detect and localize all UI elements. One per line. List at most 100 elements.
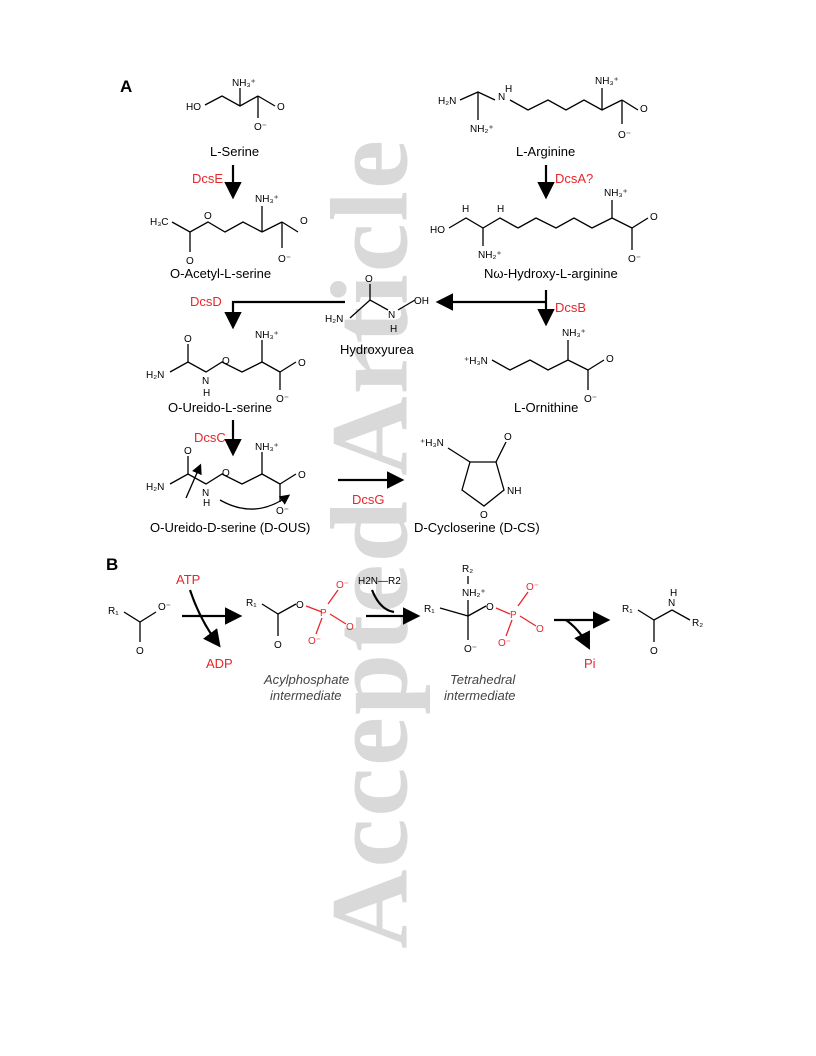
arginine-structure: H₂N N NH₂⁺ H NH₃⁺ O O⁻ — [438, 76, 648, 141]
ornithine-name: L-Ornithine — [514, 400, 578, 415]
atp-label: ATP — [176, 572, 200, 587]
svg-text:O: O — [486, 602, 494, 613]
svg-text:P: P — [320, 608, 327, 619]
svg-text:NH₃⁺: NH₃⁺ — [595, 76, 619, 87]
hydroxyurea-structure: O H₂N N H OH — [325, 274, 429, 335]
svg-text:O: O — [298, 358, 306, 369]
svg-text:O: O — [536, 624, 544, 635]
svg-text:O: O — [222, 356, 230, 367]
svg-text:O: O — [365, 274, 373, 285]
svg-text:R₁: R₁ — [424, 604, 435, 615]
serine-name: L-Serine — [210, 144, 259, 159]
svg-text:H₂N: H₂N — [146, 370, 164, 381]
hydroxyarginine-structure: HO H H NH₂⁺ NH₃⁺ O O⁻ — [430, 188, 658, 265]
svg-text:R₂: R₂ — [692, 618, 703, 629]
svg-text:O: O — [277, 102, 285, 113]
svg-text:H₂N: H₂N — [438, 96, 456, 107]
svg-text:H: H — [497, 204, 504, 215]
adp-label: ADP — [206, 656, 233, 671]
svg-text:NH₃⁺: NH₃⁺ — [255, 330, 279, 341]
svg-text:N: N — [388, 310, 395, 321]
carboxylate-structure: R₁ O O⁻ — [108, 602, 171, 657]
svg-text:O⁻: O⁻ — [584, 394, 597, 405]
dcsg-label: DcsG — [352, 492, 385, 507]
tetrahedral-structure: R₂ NH₂⁺ R₁ O⁻ O P O⁻ O O⁻ — [424, 564, 544, 655]
svg-text:H: H — [670, 588, 677, 599]
svg-text:P: P — [510, 610, 517, 621]
svg-text:O: O — [300, 216, 308, 227]
svg-text:O⁻: O⁻ — [278, 254, 291, 265]
acetylserine-name: O-Acetyl-L-serine — [170, 266, 271, 281]
svg-text:N: N — [202, 376, 209, 387]
svg-text:NH₂⁺: NH₂⁺ — [478, 250, 502, 261]
dcsd-arrow — [224, 300, 345, 330]
svg-text:O: O — [186, 256, 194, 267]
svg-text:N: N — [498, 92, 505, 103]
ornithine-structure: ⁺H₃N NH₃⁺ O O⁻ — [464, 328, 614, 405]
ureidodserine-structure: H₂N O N H O NH₃⁺ O O⁻ — [146, 442, 306, 517]
svg-text:O⁻: O⁻ — [628, 254, 641, 265]
svg-text:R₁: R₁ — [246, 598, 257, 609]
svg-text:O: O — [606, 354, 614, 365]
svg-text:H: H — [203, 498, 210, 509]
svg-text:H: H — [390, 324, 397, 335]
ureidolserine-structure: H₂N O N H O NH₃⁺ O O⁻ — [146, 330, 306, 405]
pi-curve-arrow — [565, 619, 590, 650]
svg-text:NH: NH — [507, 486, 521, 497]
svg-text:NH₃⁺: NH₃⁺ — [562, 328, 586, 339]
acetylserine-structure: H₃C O O NH₃⁺ O O⁻ — [150, 194, 308, 267]
svg-text:O: O — [296, 600, 304, 611]
arginine-name: L-Arginine — [516, 144, 575, 159]
svg-text:OH: OH — [414, 296, 429, 307]
svg-text:O⁻: O⁻ — [336, 580, 349, 591]
svg-text:O: O — [184, 446, 192, 457]
acylphosphate-label-line1: Acylphosphate — [263, 672, 349, 687]
cycloserine-name: D-Cycloserine (D-CS) — [414, 520, 540, 535]
svg-text:O⁻: O⁻ — [158, 602, 171, 613]
svg-text:⁺H₃N: ⁺H₃N — [420, 438, 444, 449]
svg-text:O: O — [650, 646, 658, 657]
svg-text:O⁻: O⁻ — [498, 638, 511, 649]
svg-text:O: O — [184, 334, 192, 345]
svg-text:O: O — [222, 468, 230, 479]
svg-text:O⁻: O⁻ — [276, 506, 289, 517]
svg-text:R₁: R₁ — [108, 606, 119, 617]
panel-a-label: A — [120, 77, 132, 96]
svg-text:H: H — [203, 388, 210, 399]
svg-text:O⁻: O⁻ — [308, 636, 321, 647]
ureidodserine-name: O-Ureido-D-serine (D-OUS) — [150, 520, 310, 535]
panel-b-label: B — [106, 555, 118, 574]
amine-curve-arrow — [370, 589, 395, 614]
amine-label: H2N—R2 — [358, 576, 401, 587]
svg-text:H₃C: H₃C — [150, 217, 169, 228]
svg-text:O⁻: O⁻ — [254, 122, 267, 133]
hydroxyurea-name: Hydroxyurea — [340, 342, 414, 357]
svg-text:HO: HO — [186, 102, 201, 113]
svg-text:O: O — [298, 470, 306, 481]
svg-text:NH₂⁺: NH₂⁺ — [462, 588, 486, 599]
svg-text:R₁: R₁ — [622, 604, 633, 615]
svg-text:NH₃⁺: NH₃⁺ — [604, 188, 628, 199]
svg-text:O⁻: O⁻ — [526, 582, 539, 593]
dcse-label: DcsE — [192, 171, 223, 186]
acylphosphate-structure: R₁ O O P O⁻ O O⁻ — [246, 580, 354, 651]
dcsc-label: DcsC — [194, 430, 226, 445]
svg-text:O⁻: O⁻ — [464, 644, 477, 655]
svg-text:O: O — [640, 104, 648, 115]
svg-text:NH₃⁺: NH₃⁺ — [232, 78, 256, 89]
svg-text:O⁻: O⁻ — [276, 394, 289, 405]
acylphosphate-label-line2: intermediate — [270, 688, 342, 703]
svg-text:H₂N: H₂N — [146, 482, 164, 493]
svg-text:O: O — [650, 212, 658, 223]
cycloserine-structure: ⁺H₃N O NH O — [420, 432, 521, 521]
svg-text:⁺H₃N: ⁺H₃N — [464, 356, 488, 367]
svg-text:O: O — [480, 510, 488, 521]
svg-text:N: N — [202, 488, 209, 499]
dcsb-label: DcsB — [555, 300, 586, 315]
svg-text:HO: HO — [430, 225, 445, 236]
ureidolserine-name: O-Ureido-L-serine — [168, 400, 272, 415]
svg-text:O: O — [274, 640, 282, 651]
svg-text:O: O — [504, 432, 512, 443]
svg-text:N: N — [668, 598, 675, 609]
